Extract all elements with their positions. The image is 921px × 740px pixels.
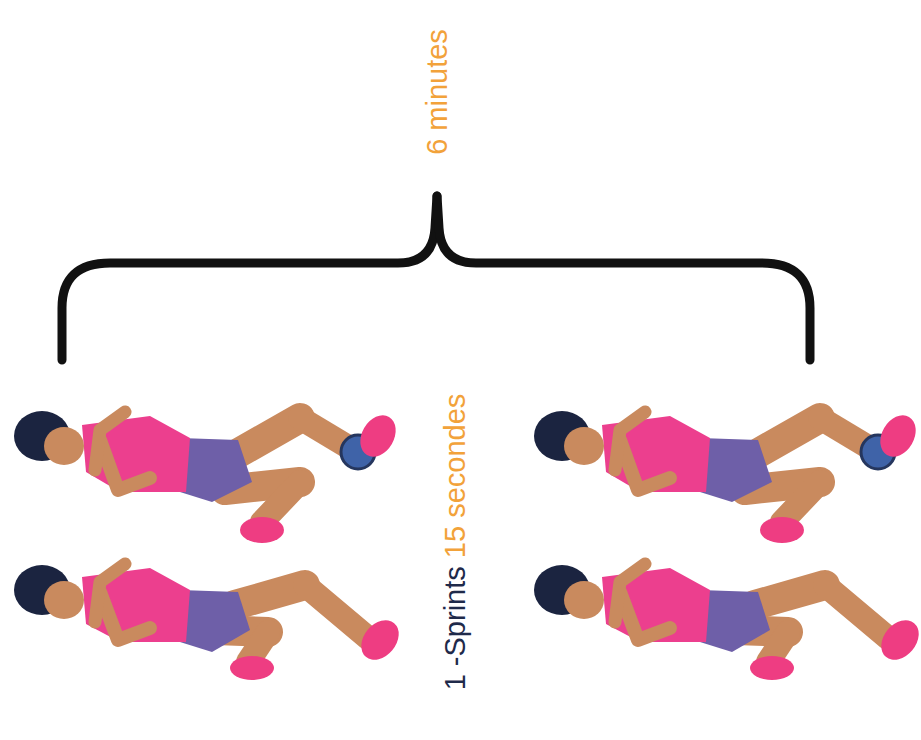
exercise-figure	[14, 564, 406, 680]
text-line: 1 -Sprints 15 secondes	[441, 394, 470, 691]
exercise-figure	[534, 564, 921, 680]
exercise-figure	[14, 409, 403, 543]
duration-label: 6 minutes	[423, 29, 452, 155]
exercise-figure	[534, 409, 921, 543]
interval-label: 15 secondes	[441, 394, 470, 558]
bracket	[437, 196, 810, 360]
bracket	[62, 196, 437, 360]
exercise-label: 1 -Sprints	[441, 566, 470, 690]
text-line: 6 minutes	[423, 29, 452, 155]
